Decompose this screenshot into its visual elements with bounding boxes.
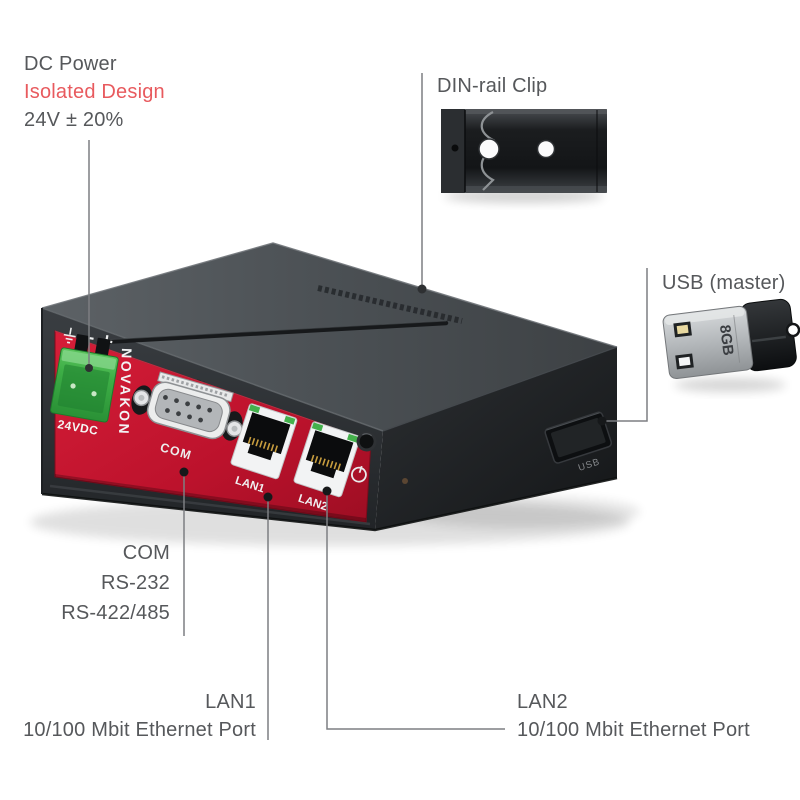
lan1-port: LAN1	[230, 403, 298, 496]
ground-icon	[63, 327, 76, 344]
callout-lines	[85, 73, 648, 740]
device-top-face	[42, 243, 617, 431]
usb-master-label: USB (master)	[662, 272, 786, 294]
clip-mount-hole	[536, 139, 556, 159]
callout-line-lan2	[322, 486, 505, 730]
clip-mount-hole	[478, 138, 500, 160]
dc-power-title: DC Power	[24, 53, 117, 75]
com-serial-port: COM	[131, 371, 243, 463]
callout-line-dc-power	[85, 140, 93, 372]
lan2-callout: LAN2 10/100 Mbit Ethernet Port	[517, 688, 750, 744]
side-screw-hole	[402, 478, 408, 484]
usb-stick-image: 8GB	[662, 298, 800, 380]
din-rail-callout: DIN-rail Clip	[437, 72, 547, 100]
dc-power-isolated-note: Isolated Design	[24, 81, 165, 103]
lan2-led	[311, 422, 324, 432]
lan2-subtitle: 10/100 Mbit Ethernet Port	[517, 719, 750, 741]
lan1-led	[248, 404, 261, 414]
usb-port: USB	[544, 411, 613, 474]
lan2-title: LAN2	[517, 691, 568, 713]
usb-stick-lanyard-hole	[785, 322, 800, 338]
reset-button	[356, 431, 377, 452]
lan2-port: LAN2	[293, 421, 361, 513]
lan1-callout: LAN1 10/100 Mbit Ethernet Port	[23, 688, 256, 744]
brand-text: NOVAKON	[116, 348, 135, 437]
com-rs422: RS-422/485	[61, 602, 170, 624]
lan1-led	[284, 415, 296, 425]
com-title: COM	[122, 542, 170, 564]
callout-line-usb	[597, 268, 648, 426]
device-side-face	[375, 347, 617, 530]
usb-stick-capacity-label: 8GB	[716, 324, 737, 357]
lan1-title: LAN1	[205, 691, 256, 713]
lan2-led	[347, 433, 359, 443]
device-body: NOVAKON 24VDC	[41, 242, 618, 532]
power-icon	[351, 465, 367, 483]
dc-power-callout: DC Power Isolated Design 24V ± 20%	[24, 50, 165, 134]
callout-line-din-rail	[417, 73, 427, 294]
com-rs232: RS-232	[100, 572, 170, 594]
lan1-subtitle: 10/100 Mbit Ethernet Port	[23, 719, 256, 741]
usb-master-callout: USB (master)	[662, 269, 786, 297]
din-rail-clip-image	[441, 109, 607, 193]
lan2-pins	[310, 454, 342, 471]
db9-pin-holes	[163, 395, 213, 423]
lan1-pins	[247, 436, 279, 453]
com-callout: COM RS-232 RS-422/485	[61, 538, 170, 628]
callout-line-com	[179, 467, 189, 636]
callout-line-lan1	[263, 492, 273, 740]
din-rail-label: DIN-rail Clip	[437, 75, 548, 97]
dc-power-voltage: 24V ± 20%	[24, 109, 124, 131]
